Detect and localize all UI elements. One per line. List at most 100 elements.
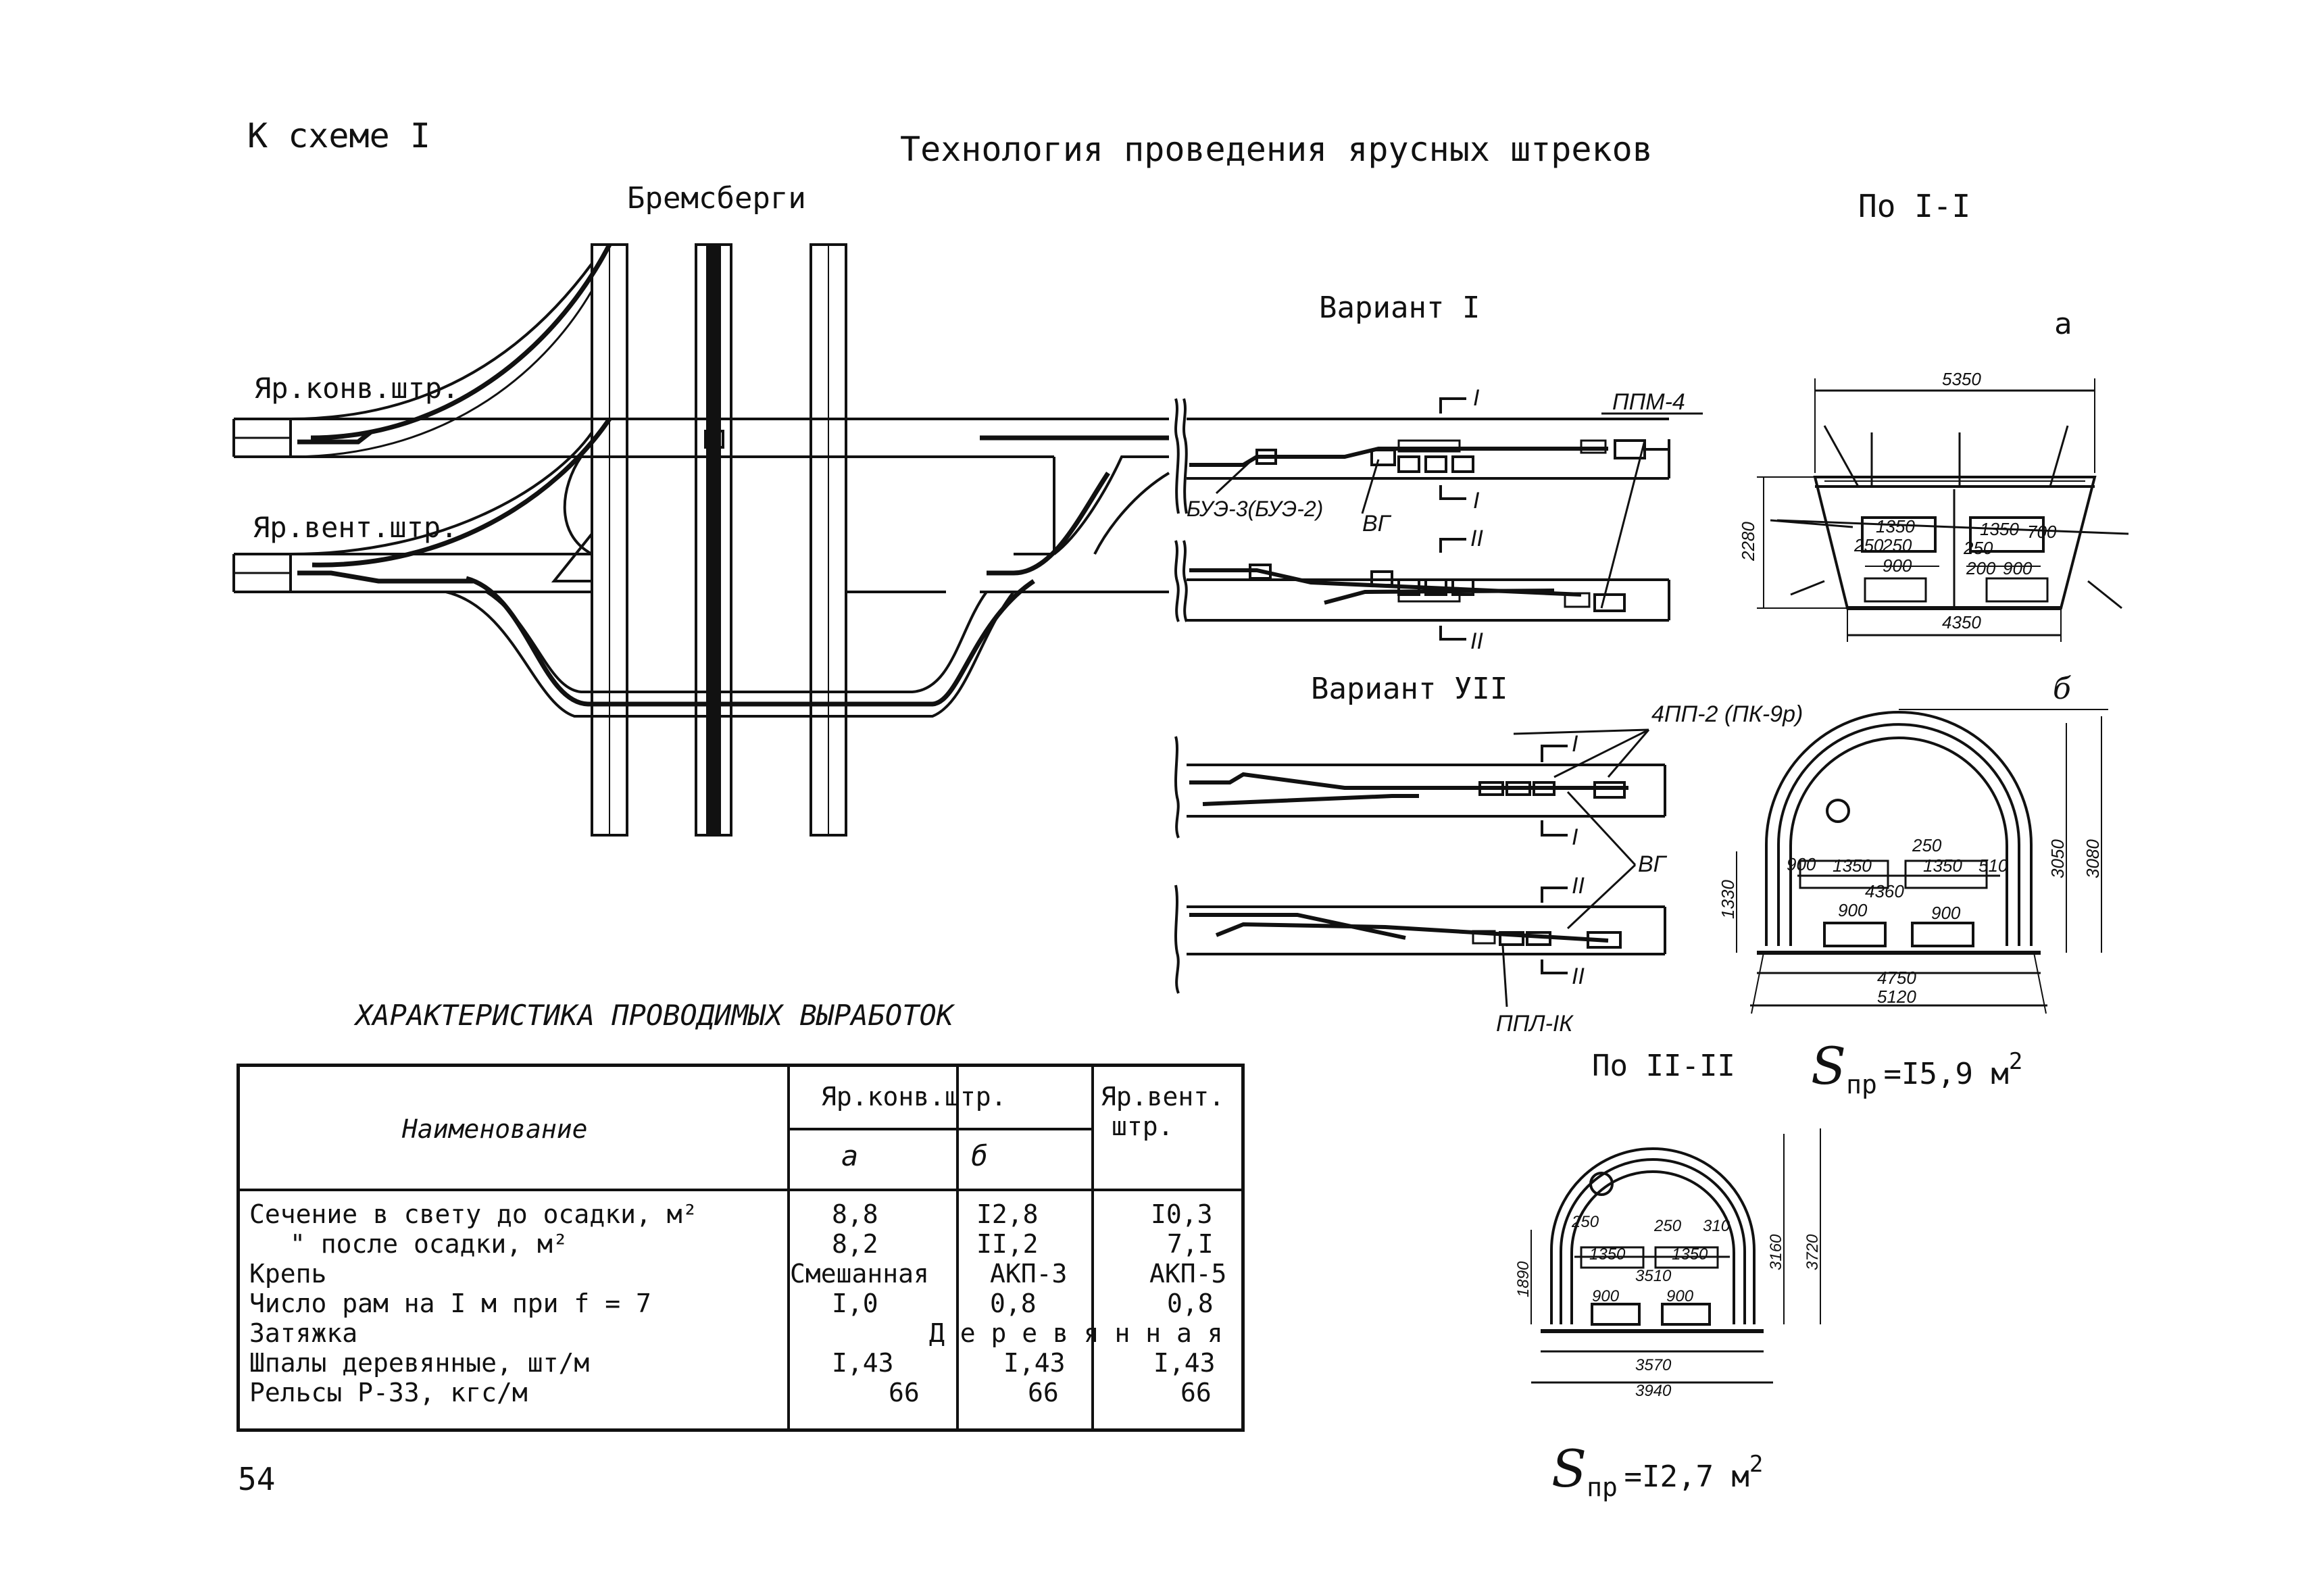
dim-a-s3: 250 [1963, 538, 1993, 558]
section-a-drawing [1757, 378, 2129, 642]
dim-II-w2: 1350 [1672, 1245, 1708, 1264]
row-value-vent: АКП-5 [1149, 1259, 1227, 1289]
row-value-b: АКП-3 [990, 1259, 1068, 1289]
page-title: Технология проведения ярусных штреков [900, 130, 1653, 169]
dim-a-s2: 250 [1882, 535, 1912, 555]
row-name: Сечение в свету до осадки, м² [249, 1199, 698, 1229]
row-value-a: I,0 [832, 1289, 878, 1318]
row-name: Шпалы деревянные, шт/м [249, 1348, 590, 1378]
section-II-drawing [1530, 1128, 1821, 1384]
area-superscript: 2 [2008, 1048, 2023, 1075]
row-value-a: Смешанная [790, 1259, 929, 1289]
row-value-vent: 66 [1180, 1378, 1212, 1407]
row-value-b: II,2 [976, 1229, 1039, 1259]
dim-a-height: 2280 [1738, 522, 1758, 562]
row-value-vent: I,43 [1153, 1348, 1216, 1378]
dim-b-d4: 510 [1978, 855, 2008, 876]
section-I-I-title: По I-I [1858, 188, 1971, 224]
area-formula-b: Sпр =I5,9 м2 [1811, 1041, 2023, 1098]
dim-II-h1: 3160 [1767, 1234, 1785, 1270]
label-4pp2: 4ПП-2 (ПК-9р) [1651, 701, 1803, 727]
dim-b-d2: 1350 [1833, 855, 1872, 876]
break-lines [1174, 398, 1188, 994]
area-subscript: пр [1587, 1472, 1618, 1502]
table-caption: ХАРАКТЕРИСТИКА ПРОВОДИМЫХ ВЫРАБОТОК [355, 999, 954, 1032]
section-mark-v7-II-bottom: II [1572, 964, 1585, 989]
row-value-a: 8,2 [832, 1229, 878, 1259]
row-name: Число рам на I м при f = 7 [249, 1289, 651, 1318]
row-name: Затяжка [249, 1318, 358, 1348]
variant-7-title: Вариант УII [1311, 672, 1508, 706]
variant-7-labels: 4ПП-2 (ПК-9р) ВГ ППЛ-IК I I II II [1496, 701, 1803, 1037]
area-subscript: пр [1846, 1070, 1877, 1099]
section-mark-II-top: II [1470, 526, 1483, 551]
scheme-reference: К схеме I [247, 116, 430, 155]
header-vent-1: Яр.вент. [1101, 1082, 1225, 1112]
dim-II-bottom1: 3570 [1635, 1356, 1672, 1374]
row-value-b: I,43 [1003, 1348, 1066, 1378]
dim-b-mid: 4360 [1865, 881, 1904, 901]
dim-b-h2: 3080 [2083, 839, 2103, 878]
characteristics-table: Наименование Яр.конв.штр. а б Яр.вент. ш… [237, 1064, 1245, 1432]
dim-b-bottom1: 4750 [1877, 968, 1916, 988]
section-mark-v7-I-top: I [1572, 731, 1578, 757]
area-symbol: S [1551, 1439, 1587, 1499]
dim-II-s2: 250 [1653, 1217, 1682, 1235]
bremsbergi-label: Бремсберги [627, 181, 806, 216]
dim-b-r1: 900 [1838, 900, 1868, 920]
header-name: Наименование [402, 1114, 588, 1144]
plan-view [232, 243, 1170, 837]
header-col-a: а [841, 1139, 859, 1172]
area-superscript: 2 [1749, 1451, 1764, 1478]
row-value-b: I2,8 [976, 1199, 1039, 1229]
row-name: " после осадки, м² [290, 1229, 568, 1259]
page-number: 54 [238, 1461, 276, 1497]
label-ppm4: ППМ-4 [1612, 389, 1685, 415]
section-mark-I-top: I [1473, 385, 1480, 411]
row-value-vent: 7,I [1167, 1229, 1214, 1259]
variant-1-drifts [1187, 397, 1703, 641]
section-mark-I-bottom: I [1473, 488, 1480, 514]
dim-a-w1: 1350 [1876, 516, 1915, 537]
header-col-b: б [971, 1139, 989, 1172]
dim-b-top250: 250 [1912, 835, 1942, 855]
dim-II-h3: 1890 [1514, 1261, 1533, 1297]
dim-II-s3: 310 [1703, 1217, 1731, 1235]
section-letter-a: а [2054, 307, 2072, 341]
label-vg-v7: ВГ [1638, 851, 1668, 877]
dim-a-s4: 200 [1966, 558, 1996, 578]
dim-a-bottom: 4350 [1942, 612, 1981, 632]
area-formula-II: Sпр =I2,7 м2 [1551, 1443, 1764, 1501]
dim-II-r1: 900 [1592, 1287, 1620, 1305]
dim-a-s1: 250 [1853, 535, 1884, 555]
dim-a-w3: 700 [2027, 522, 2057, 542]
dim-II-s1: 250 [1571, 1213, 1599, 1231]
dim-II-mid: 3510 [1635, 1267, 1672, 1285]
section-a-dimensions: 5350 4350 2280 1350 1350 700 250 250 250… [1738, 369, 2057, 632]
section-II-dimensions: 3160 3720 1890 250 250 310 1350 1350 351… [1514, 1213, 1822, 1400]
row-name: Крепь [249, 1259, 327, 1289]
section-mark-v7-II-top: II [1572, 873, 1585, 899]
dim-II-r2: 900 [1666, 1287, 1694, 1305]
header-vent-2: штр. [1112, 1112, 1174, 1141]
dim-a-r1: 900 [1883, 555, 1912, 576]
variant-1-title: Вариант I [1319, 291, 1480, 325]
dim-b-h3: 1330 [1718, 880, 1738, 919]
row-value-b: 66 [1028, 1378, 1059, 1407]
row-value-a: 8,8 [832, 1199, 878, 1229]
label-vg-v1: ВГ [1362, 511, 1392, 537]
area-symbol: S [1811, 1036, 1847, 1096]
area-value: =I2,7 м [1624, 1460, 1749, 1494]
dim-II-bottom2: 3940 [1635, 1382, 1672, 1400]
section-b-drawing [1736, 709, 2108, 1014]
variant-7-drifts [1187, 728, 1666, 1007]
label-buz: БУЭ-3(БУЭ-2) [1187, 497, 1323, 521]
section-II-II-title: По II-II [1592, 1049, 1735, 1083]
dim-a-w2: 1350 [1980, 519, 2019, 539]
dim-b-bottom2: 5120 [1877, 987, 1916, 1007]
area-value: =I5,9 м [1883, 1057, 2009, 1091]
section-mark-v7-I-bottom: I [1572, 824, 1578, 850]
dim-b-r2: 900 [1931, 903, 1961, 923]
